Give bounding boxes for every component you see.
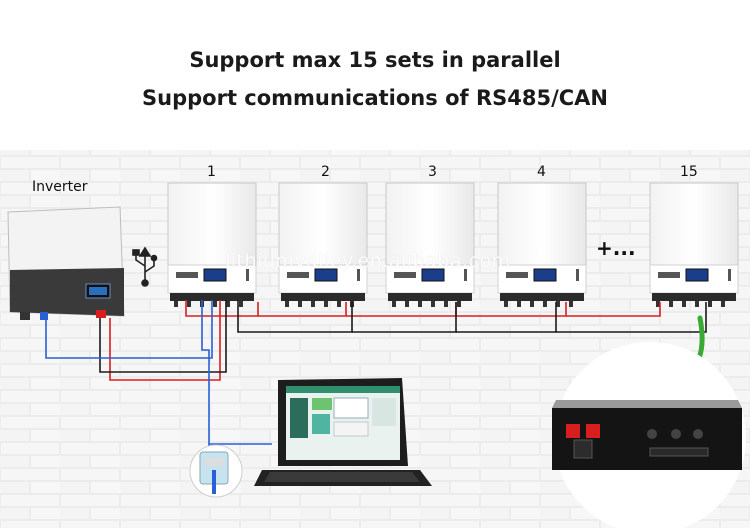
battery-module — [279, 183, 367, 307]
inverter-unit — [8, 207, 124, 320]
battery-number-2: 2 — [321, 164, 330, 180]
rj45-connector — [190, 445, 242, 497]
battery-module — [498, 183, 586, 307]
battery-number-15: 15 — [680, 164, 698, 180]
battery-display — [204, 269, 226, 281]
battery-display — [534, 269, 556, 281]
watermark: lithiumvalley.en.alibaba.com — [225, 250, 511, 272]
more-units-ellipsis: +... — [596, 236, 636, 260]
battery-number-1: 1 — [207, 164, 216, 180]
battery-module — [386, 183, 474, 307]
headline-line1: Support max 15 sets in parallel — [0, 48, 750, 72]
battery-number-3: 3 — [428, 164, 437, 180]
inverter-label: Inverter — [32, 179, 88, 195]
battery-display — [686, 269, 708, 281]
battery-module — [650, 183, 738, 307]
battery-module — [168, 183, 256, 307]
headline-line2: Support communications of RS485/CAN — [0, 86, 750, 110]
battery-number-4: 4 — [537, 164, 546, 180]
